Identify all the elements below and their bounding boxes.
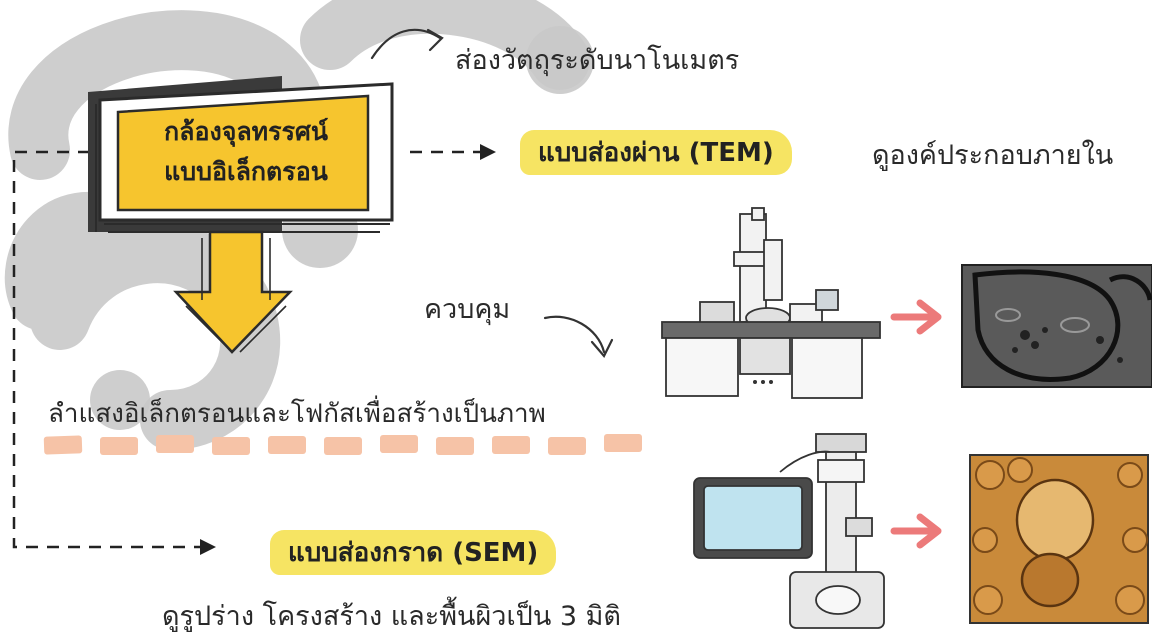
control-caption: ควบคุม — [424, 294, 511, 325]
sem-description: ดูรูปร่าง โครงสร้าง และพื้นผิวเป็น 3 มิต… — [162, 601, 621, 632]
nano-caption: ส่องวัตถุระดับนาโนเมตร — [455, 45, 740, 76]
tem-description: ดูองค์ประกอบภายใน — [872, 140, 1114, 171]
title-line-2: แบบอิเล็กตรอน — [164, 157, 328, 186]
title-box: กล้องจุลทรรศน์ แบบอิเล็กตรอน — [130, 112, 362, 204]
beam-caption: ลำแสงอิเล็กตรอนและโฟกัสเพื่อสร้างเป็นภาพ — [48, 399, 546, 429]
dashed-arrow-icon — [480, 144, 496, 160]
dashed-arrow-icon — [200, 539, 216, 555]
sem-label: แบบส่องกราด (SEM) — [270, 530, 557, 575]
title-line-1: กล้องจุลทรรศน์ — [164, 117, 328, 146]
tem-label: แบบส่องผ่าน (TEM) — [520, 130, 792, 175]
